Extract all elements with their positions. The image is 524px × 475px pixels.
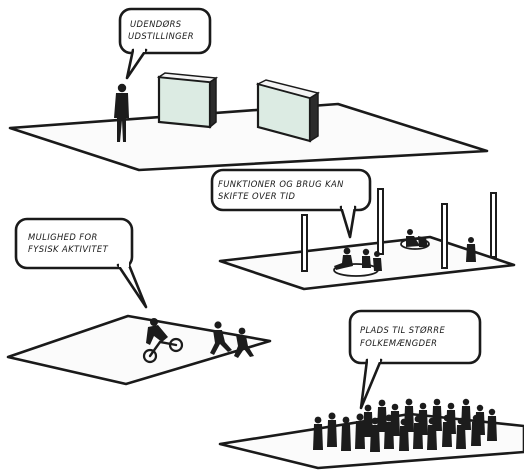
activity-text-line-2: FYSISK AKTIVITET	[28, 244, 109, 254]
platform-exhibition	[10, 73, 487, 170]
speech-bubble-crowds: PLADS TIL STØRRE FOLKEMÆNGDER	[350, 311, 480, 408]
functions-text-line-1: FUNKTIONER OG BRUG KAN	[218, 179, 344, 189]
functions-text-line-2: SKIFTE OVER TID	[218, 191, 295, 201]
person-far-icon	[466, 237, 476, 262]
pole-2-icon	[378, 189, 383, 254]
exhibition-text-line-2: UDSTILLINGER	[128, 31, 194, 41]
crowds-text-line-2: FOLKEMÆNGDER	[360, 338, 437, 348]
exhibition-text-line-1: UDENDØRS	[130, 19, 182, 29]
platform-crowds	[220, 399, 524, 468]
pole-1-icon	[302, 215, 307, 271]
pole-3-icon	[442, 204, 447, 268]
pole-4-icon	[491, 193, 496, 257]
activity-text-line-1: MULIGHED FOR	[28, 232, 98, 242]
exhibition-panel-1-icon	[159, 73, 216, 127]
speech-bubble-activity: MULIGHED FOR FYSISK AKTIVITET	[16, 219, 146, 307]
crowds-text-line-1: PLADS TIL STØRRE	[360, 325, 445, 335]
speech-bubble-functions: FUNKTIONER OG BRUG KAN SKIFTE OVER TID	[212, 170, 370, 237]
speech-bubble-exhibition: UDENDØRS UDSTILLINGER	[120, 9, 210, 78]
platform-activity	[8, 316, 270, 384]
